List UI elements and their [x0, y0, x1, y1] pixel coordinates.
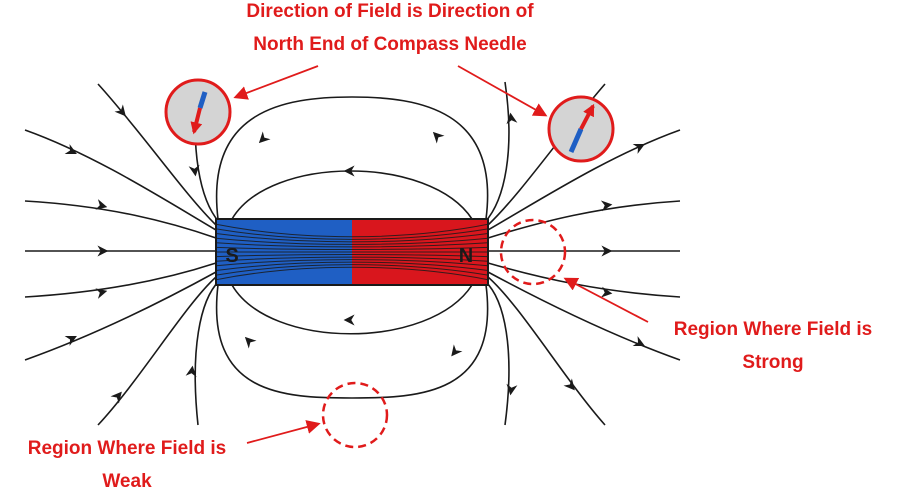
compass-icon [547, 95, 615, 163]
magnet-stripe [216, 246, 488, 250]
arrow-icon [233, 65, 319, 100]
compass-direction-label: Direction of Field is Direction of North… [130, 0, 650, 61]
magnet-stripe [216, 223, 488, 238]
field-line [24, 129, 217, 231]
magnet-stripe [216, 228, 488, 240]
compass-icon [164, 78, 232, 146]
arrow-icon [457, 65, 548, 117]
field-line [231, 170, 473, 220]
magnet-stripe [216, 266, 488, 281]
dashed-circle-icon [499, 218, 567, 286]
field-line [215, 284, 489, 399]
arrow-icon [506, 112, 518, 125]
arrow-icon [246, 420, 321, 444]
arrow-icon [432, 131, 445, 144]
field-line [231, 284, 473, 335]
arrow-icon [244, 336, 257, 349]
magnet-stripe [216, 233, 488, 243]
field-line [487, 271, 681, 361]
magnet-stripe [216, 242, 488, 248]
field-line [487, 129, 681, 231]
field-line [24, 271, 217, 361]
arrow-icon [95, 288, 108, 299]
magnet-south-label: S [225, 245, 238, 267]
strong-label-line1: Region Where Field is [673, 319, 873, 340]
field-line [97, 83, 217, 226]
compass-label-line1: Direction of Field is Direction of [246, 1, 534, 22]
arrow-icon [451, 344, 463, 357]
bar-magnet-icon: S N [215, 218, 489, 286]
magnet-stripe [216, 259, 488, 267]
dashed-circle-icon [321, 381, 389, 449]
weak-field-label: Region Where Field is Weak [2, 432, 252, 498]
field-line [194, 280, 220, 426]
arrow-icon [185, 365, 197, 378]
annotation-arrows [233, 65, 649, 444]
magnet-stripe [216, 264, 488, 276]
strong-label-line2: Strong [742, 352, 804, 373]
arrow-icon [95, 199, 108, 210]
field-line [487, 200, 681, 239]
magnet-stripe [216, 237, 488, 245]
arrow-icon [563, 277, 649, 323]
arrow-icon [600, 286, 613, 298]
field-line [24, 200, 217, 239]
field-line [97, 276, 217, 426]
field-line [484, 280, 510, 426]
magnet-north-label: N [459, 245, 473, 267]
field-line [215, 96, 489, 220]
field-line [24, 262, 217, 298]
magnet-stripe [216, 261, 488, 271]
field-line [484, 81, 510, 223]
arrow-icon [258, 131, 271, 144]
strong-field-label: Region Where Field is Strong [648, 313, 898, 379]
arrow-icon [506, 383, 518, 396]
arrow-icon [600, 200, 613, 212]
weak-label-line1: Region Where Field is [27, 438, 227, 459]
magnet-stripe [216, 256, 488, 262]
compass-label-line2: North End of Compass Needle [253, 34, 527, 55]
arrow-icon [188, 164, 200, 177]
weak-label-line2: Weak [102, 471, 152, 492]
magnet-stripe [216, 254, 488, 258]
field-line [487, 276, 606, 426]
